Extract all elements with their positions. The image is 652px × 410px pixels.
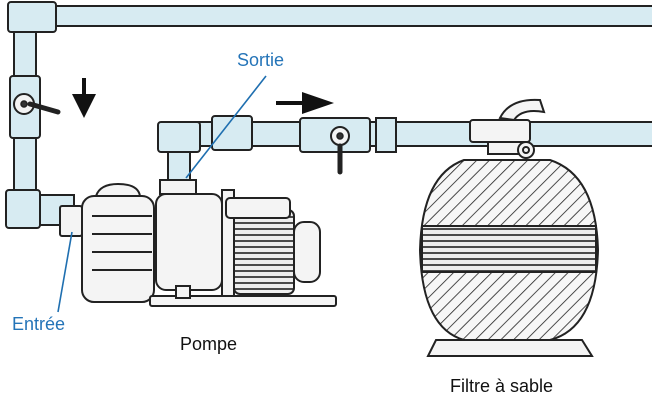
flow-arrow-right-icon [276,92,334,114]
entree-label: Entrée [12,314,66,334]
filtre-label: Filtre à sable [450,376,554,396]
sortie-label: Sortie [237,50,285,70]
entree-leader-line [57,231,73,313]
sand-filter [418,98,600,357]
sortie-leader-line [185,75,267,179]
pump [59,179,337,307]
discharge-valve [330,126,350,175]
pompe-label: Pompe [180,334,238,354]
suction-valve [13,93,61,115]
discharge-pipe [157,115,652,183]
suction-pipe [5,1,652,229]
flow-arrow-down-icon [72,78,96,118]
